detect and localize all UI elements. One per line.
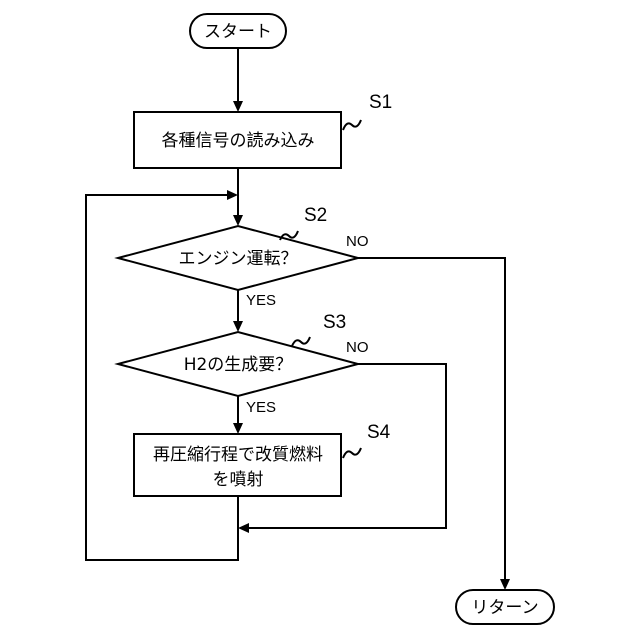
- s2-no-label: NO: [346, 233, 369, 250]
- arrowhead-s3: [233, 321, 243, 332]
- arrowhead-s3-no-merge: [238, 523, 249, 533]
- arrowhead-loop-back: [227, 190, 238, 200]
- s2-step-number: S2: [304, 205, 327, 226]
- arrowhead-s2: [233, 215, 243, 226]
- s1-step-number: S1: [369, 92, 392, 113]
- s1-label: 各種信号の読み込み: [162, 131, 315, 151]
- s2-label: エンジン運転？: [179, 249, 298, 269]
- s4-leader: [343, 448, 361, 458]
- connector-s2-no: [358, 258, 505, 581]
- s2-yes-label: YES: [246, 292, 276, 309]
- s3-yes-label: YES: [246, 399, 276, 416]
- s3-no-label: NO: [346, 339, 369, 356]
- s3-label: H2の生成要？: [184, 355, 293, 375]
- s1-leader: [343, 120, 361, 130]
- s3-leader: [292, 337, 310, 346]
- s4-step-number: S4: [367, 422, 391, 443]
- arrowhead-s1: [233, 101, 243, 112]
- s3-step-number: S3: [323, 312, 346, 333]
- end-label: リターン: [471, 598, 538, 618]
- s4-label-line1: 再圧縮行程で改質燃料: [153, 445, 323, 465]
- start-label: スタート: [204, 22, 272, 42]
- s4-label-line2: を噴射: [213, 470, 264, 490]
- arrowhead-s4: [233, 423, 243, 434]
- arrowhead-end: [500, 579, 510, 590]
